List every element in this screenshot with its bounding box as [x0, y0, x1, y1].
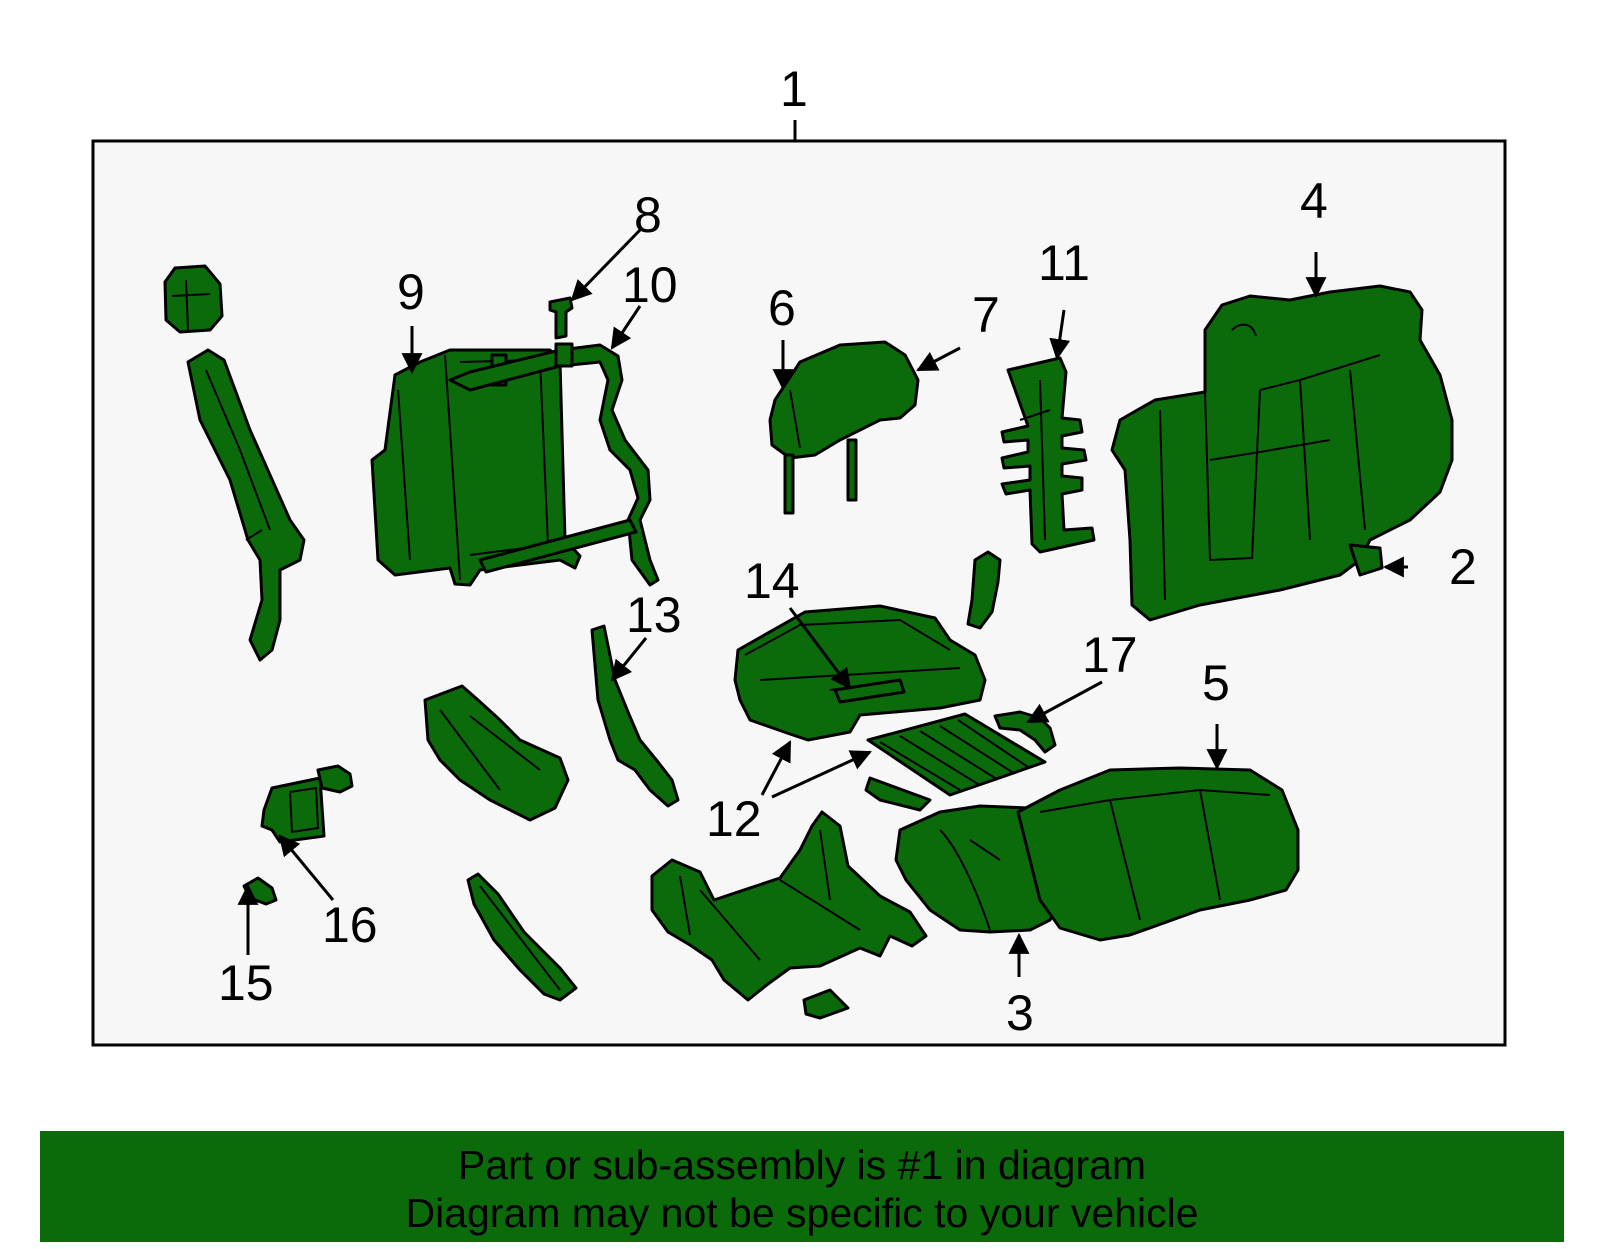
callout-16: 16: [322, 897, 378, 953]
callout-13: 13: [626, 587, 682, 643]
callout-12: 12: [706, 791, 762, 847]
callout-17: 17: [1082, 627, 1138, 683]
callout-7-leader: [916, 346, 961, 372]
banner-line-2: Diagram may not be specific to your vehi…: [405, 1190, 1199, 1236]
callout-1: 1: [780, 61, 808, 117]
callout-11: 11: [1038, 235, 1090, 291]
seat-pan-assembly: [733, 604, 987, 742]
callout-9: 9: [397, 264, 425, 320]
spring-mat: [864, 712, 1047, 812]
callout-4: 4: [1300, 173, 1328, 229]
callout-3: 3: [1006, 985, 1034, 1041]
seat-cushion-cover: [1016, 766, 1300, 942]
callout-16-leader: [278, 834, 335, 901]
seat-track-rail: [466, 872, 578, 1002]
banner-line-1: Part or sub-assembly is #1 in diagram: [457, 1142, 1147, 1188]
callout-5: 5: [1202, 655, 1230, 711]
callout-11-leader: [1049, 309, 1071, 361]
notice-banner: Part or sub-assembly is #1 in diagram Di…: [40, 1131, 1564, 1242]
callout-8: 8: [634, 187, 662, 243]
callout-12-leader-b: [771, 750, 872, 799]
switch-bezel: [260, 764, 354, 844]
hinge-bracket: [590, 624, 680, 808]
callout-17-leader: [1026, 680, 1103, 724]
headrest: [768, 340, 920, 515]
callout-13-leader: [610, 637, 648, 682]
side-trim-panel: [163, 264, 306, 662]
callout-6: 6: [768, 280, 796, 336]
callout-2: 2: [1449, 539, 1477, 595]
callout-8-leader: [570, 228, 642, 302]
lumbar-support: [1000, 356, 1096, 554]
callout-14-leader: [788, 607, 852, 690]
callout-12-leader-a: [760, 740, 792, 796]
callout-7: 7: [972, 287, 1000, 343]
callout-10: 10: [622, 257, 678, 313]
callout-14: 14: [744, 553, 800, 609]
seatback-cover: [1110, 284, 1454, 622]
seat-adjuster: [650, 810, 928, 1020]
callout-10-leader: [610, 305, 642, 350]
seat-cushion-pad: [894, 804, 1062, 934]
side-shield: [423, 684, 570, 822]
callout-15: 15: [218, 955, 274, 1011]
wire-harness: [448, 342, 660, 587]
recliner-handle: [966, 550, 1002, 630]
